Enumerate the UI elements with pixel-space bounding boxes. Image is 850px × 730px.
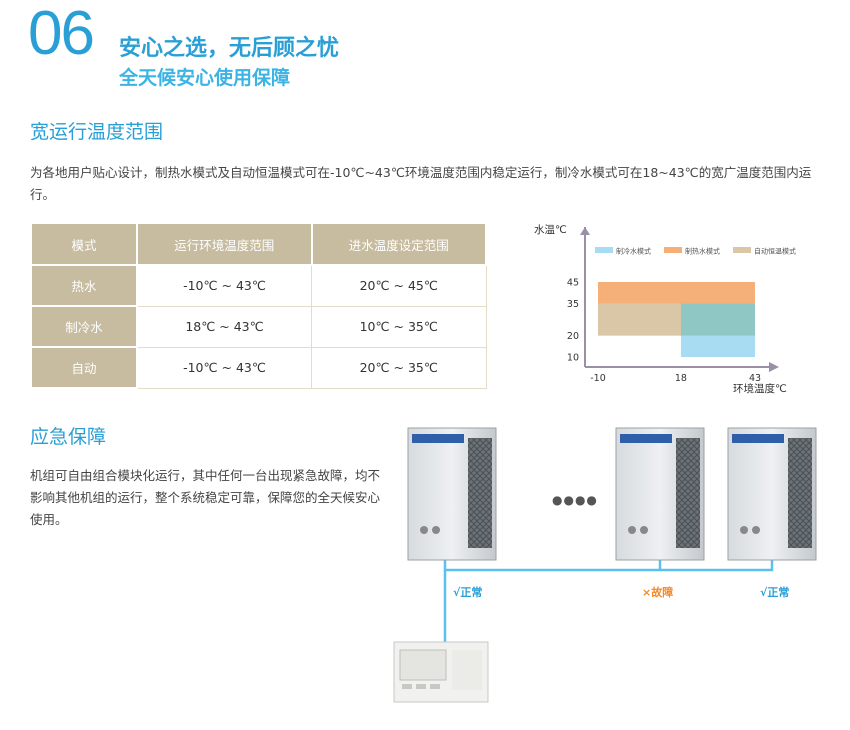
x-tick-label: 18 <box>675 373 687 384</box>
row-mode: 热水 <box>30 264 138 307</box>
legend-label: 自动恒温模式 <box>754 247 796 256</box>
legend-swatch <box>595 247 613 253</box>
mode-table: 模式 运行环境温度范围 进水温度设定范围 热水 -10℃ ~ 43℃ 20℃ ~… <box>30 222 487 389</box>
row-water: 10℃ ~ 35℃ <box>311 305 487 348</box>
page-subtitle: 全天候安心使用保障 <box>119 67 291 89</box>
col-header-water: 进水温度设定范围 <box>310 222 487 266</box>
wired-controller <box>393 641 489 703</box>
chart-ticks: 45 35 20 10 -10 18 43 <box>567 278 761 385</box>
more-units-dots: ●●●● <box>552 493 598 507</box>
legend-label: 制热水模式 <box>685 247 720 256</box>
row-mode: 制冷水 <box>30 305 138 348</box>
row-ambient: -10℃ ~ 43℃ <box>136 346 312 389</box>
chart-legend: 制冷水模式 制热水模式 自动恒温模式 <box>595 247 796 256</box>
row-ambient: -10℃ ~ 43℃ <box>136 264 312 307</box>
page-title: 安心之选，无后顾之忧 <box>119 36 340 61</box>
chart-xlabel: 环境温度℃ <box>733 382 787 395</box>
y-tick-label: 35 <box>567 299 579 310</box>
area-2 <box>598 303 681 336</box>
chart-ylabel: 水温℃ <box>534 224 567 236</box>
status-normal-label: √正常 <box>453 585 482 599</box>
section-number: 06 <box>28 0 95 68</box>
legend-swatch <box>664 247 682 253</box>
x-tick-label: -10 <box>590 373 606 384</box>
communication-wiring <box>443 560 774 655</box>
section-title-emergency: 应急保障 <box>30 426 107 448</box>
x-axis-arrow <box>769 362 779 372</box>
status-normal-label: √正常 <box>760 585 789 599</box>
y-axis-arrow <box>580 227 590 235</box>
modular-units-diagram: ●●●● √正常 ×故障 √正常 <box>393 427 817 703</box>
table-row: 热水 -10℃ ~ 43℃ 20℃ ~ 45℃ <box>30 264 487 307</box>
area-overlap <box>680 303 755 336</box>
row-mode: 自动 <box>30 346 138 389</box>
heat-pump-unit <box>727 427 817 561</box>
x-tick-label: 43 <box>749 373 761 384</box>
col-header-ambient: 运行环境温度范围 <box>136 222 313 266</box>
legend-label: 制冷水模式 <box>616 247 651 256</box>
table-header-row: 模式 运行环境温度范围 进水温度设定范围 <box>30 222 487 266</box>
table-row: 自动 -10℃ ~ 43℃ 20℃ ~ 35℃ <box>30 346 487 389</box>
heat-pump-unit <box>407 427 497 561</box>
row-ambient: 18℃ ~ 43℃ <box>136 305 312 348</box>
chart-axes <box>580 227 779 372</box>
legend-swatch <box>733 247 751 253</box>
y-tick-label: 10 <box>567 353 579 364</box>
row-water: 20℃ ~ 45℃ <box>311 264 487 307</box>
status-fault-label: ×故障 <box>642 585 673 599</box>
y-tick-label: 45 <box>567 278 579 289</box>
section-text-temperature: 为各地用户贴心设计，制热水模式及自动恒温模式可在-10℃~43℃环境温度范围内稳… <box>30 165 812 202</box>
section-title-temperature: 宽运行温度范围 <box>30 121 164 143</box>
table-row: 制冷水 18℃ ~ 43℃ 10℃ ~ 35℃ <box>30 305 487 348</box>
heat-pump-unit <box>615 427 705 561</box>
section-text-emergency: 机组可自由组合模块化运行，其中任何一台出现紧急故障，均不影响其他机组的运行，整个… <box>30 468 381 527</box>
y-tick-label: 20 <box>567 331 579 342</box>
col-header-mode: 模式 <box>30 222 138 266</box>
temperature-range-chart: 水温℃ 制冷水模式 制热水模式 自动恒温模式 45 35 20 10 -10 18 43 环境温… <box>534 224 796 395</box>
chart-areas <box>598 282 755 357</box>
row-water: 20℃ ~ 35℃ <box>311 346 487 389</box>
